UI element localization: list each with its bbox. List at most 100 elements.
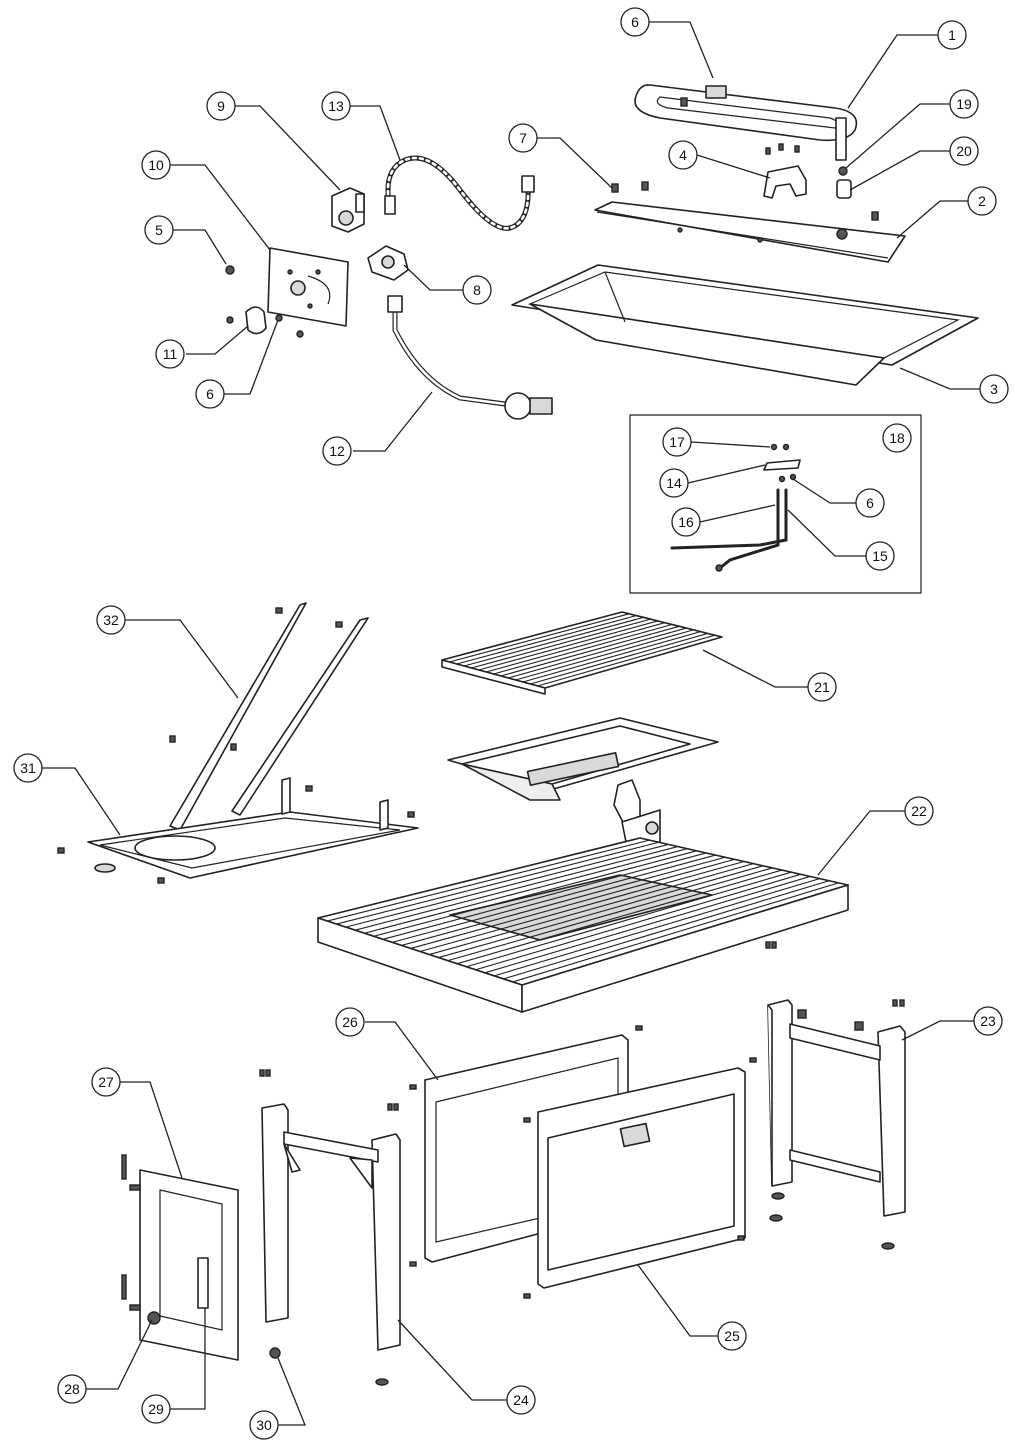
callout-label: 19 — [956, 96, 972, 112]
support-frame-part — [57, 602, 419, 884]
callout-17: 17 — [662, 427, 692, 457]
callout-label: 18 — [889, 430, 905, 446]
callout-13: 13 — [321, 91, 351, 121]
callout-label: 7 — [519, 130, 527, 146]
callout-label: 2 — [978, 193, 986, 209]
lid-slat — [522, 631, 701, 683]
callout-3: 3 — [979, 374, 1009, 404]
callout-label: 28 — [64, 1381, 80, 1397]
table-top-slat — [494, 878, 820, 977]
callout-label: 11 — [163, 346, 178, 362]
callout-16: 16 — [671, 507, 701, 537]
callout-label: 10 — [148, 157, 164, 173]
lid-slat — [508, 627, 687, 679]
callout-label: 3 — [990, 381, 998, 397]
table-top-slat — [438, 865, 764, 959]
burner-ring-part — [634, 84, 858, 161]
table-top-slat — [382, 852, 707, 940]
lid-slat — [463, 616, 644, 667]
callout-label: 6 — [206, 386, 214, 402]
callout-11: 11 — [155, 339, 185, 369]
callout-label: 6 — [631, 14, 639, 30]
callout-6b: 6 — [195, 379, 225, 409]
callout-23: 23 — [973, 1006, 1003, 1036]
table-top-slat — [429, 863, 754, 956]
control-plate-part — [267, 247, 349, 327]
lid-slat — [456, 615, 637, 665]
callout-label: 9 — [217, 98, 225, 114]
table-top-slat — [364, 848, 688, 934]
table-top-slat — [345, 843, 669, 928]
callout-31: 31 — [13, 753, 43, 783]
table-top-slat — [410, 858, 735, 949]
right-leg-frame-part — [765, 941, 906, 1250]
callout-10: 10 — [141, 150, 171, 180]
callout-26: 26 — [335, 1007, 365, 1037]
callout-25: 25 — [717, 1321, 747, 1351]
callout-7: 7 — [508, 123, 538, 153]
table-top-slat — [401, 856, 726, 946]
callout-12: 12 — [322, 436, 352, 466]
callout-label: 17 — [669, 434, 685, 450]
table-top-slat — [419, 860, 745, 953]
lid-slat — [500, 625, 680, 677]
callout-5: 5 — [144, 215, 174, 245]
burner-pan-part — [511, 264, 979, 386]
callout-14: 14 — [659, 468, 689, 498]
callout-21: 21 — [807, 672, 837, 702]
table-top-slat — [373, 850, 697, 937]
callout-8: 8 — [462, 275, 492, 305]
callout-2: 2 — [967, 186, 997, 216]
lid-slat — [515, 629, 694, 681]
lid-slat — [449, 613, 630, 663]
callout-label: 23 — [980, 1013, 996, 1029]
knob-part — [226, 306, 304, 338]
callout-label: 5 — [155, 222, 163, 238]
lid-slat — [530, 632, 708, 685]
front-panel-part — [523, 1057, 783, 1299]
table-top-slat — [466, 871, 792, 968]
callout-6c: 6 — [855, 488, 885, 518]
callout-label: 13 — [328, 98, 344, 114]
door-part — [121, 1154, 281, 1361]
callout-label: 15 — [872, 548, 888, 564]
callout-28: 28 — [57, 1374, 87, 1404]
callout-29: 29 — [141, 1394, 171, 1424]
table-top-slat — [354, 846, 678, 931]
callout-22: 22 — [904, 796, 934, 826]
table-top-part — [317, 837, 849, 1013]
table-top-slat — [336, 841, 660, 925]
callout-label: 24 — [513, 1392, 529, 1408]
lid-slat — [537, 634, 716, 687]
callout-label: 8 — [473, 282, 481, 298]
table-top-slat — [484, 875, 811, 974]
callout-label: 31 — [20, 760, 36, 776]
callout-label: 22 — [911, 803, 927, 819]
left-leg-frame-part — [259, 1069, 401, 1386]
flex-hose-part — [384, 155, 535, 231]
table-top-slat — [392, 854, 716, 943]
callout-label: 27 — [98, 1074, 114, 1090]
callout-30: 30 — [249, 1410, 279, 1440]
bracket-part — [763, 143, 807, 199]
orifice-part — [836, 166, 852, 199]
table-top-slat — [327, 839, 650, 922]
table-top-slat — [503, 880, 830, 980]
callout-20: 20 — [949, 136, 979, 166]
callout-label: 29 — [148, 1401, 164, 1417]
callout-label: 21 — [814, 679, 830, 695]
callout-label: 12 — [329, 443, 345, 459]
callout-6a: 6 — [620, 7, 650, 37]
fitting-part — [367, 245, 409, 281]
callout-label: 6 — [866, 495, 874, 511]
callout-24: 24 — [506, 1385, 536, 1415]
leader-lines — [42, 21, 980, 1426]
callout-18: 18 — [882, 423, 912, 453]
callout-label: 32 — [103, 612, 119, 628]
table-top-slat — [447, 867, 773, 962]
fire-pan-part — [447, 717, 719, 801]
lid-slat — [485, 622, 666, 673]
table-top-slat — [456, 869, 782, 965]
regulator-hose-part — [387, 295, 553, 420]
